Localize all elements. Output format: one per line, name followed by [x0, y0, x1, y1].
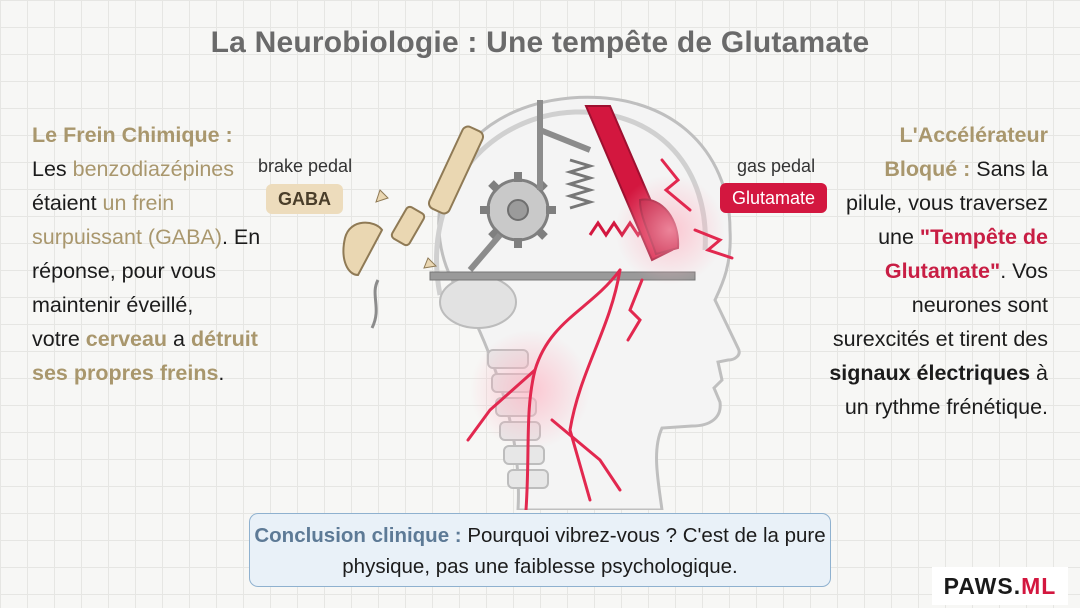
- gear-icon: [480, 172, 556, 248]
- right-text-1: Sans la pilule, vous traversez une: [846, 157, 1048, 249]
- broken-brake-pedal: [342, 125, 485, 329]
- brake-pedal-label: brake pedal: [258, 156, 353, 176]
- electric-signals: [466, 158, 734, 510]
- brain-mechanism-illustration: [342, 95, 741, 510]
- brand-suffix: ML: [1021, 573, 1057, 599]
- electric-signals-text: signaux électriques: [829, 361, 1031, 385]
- gaba-tag: GABA: [266, 184, 343, 214]
- right-text-3: . Vos neurones sont surexcités et tirent…: [832, 259, 1048, 351]
- left-text-10: .: [218, 361, 225, 385]
- conclusion-box: Conclusion clinique : Pourquoi vibrez-vo…: [249, 513, 831, 587]
- left-text-5: . En réponse, pour vous maintenir éveill…: [32, 225, 261, 317]
- left-text-8: a: [167, 327, 191, 351]
- left-text-6: votre: [32, 327, 86, 351]
- accelerator-heading: L'Accélérateur Bloqué :: [884, 123, 1048, 181]
- cerebellum: [439, 275, 517, 329]
- super-brake-text: un frein surpuissant (GABA): [32, 191, 222, 249]
- brake-heading: Le Frein Chimique :: [32, 123, 233, 147]
- glutamate-storm-text: "Tempête de Glutamate": [884, 225, 1048, 283]
- brain-text: cerveau: [85, 327, 168, 351]
- glutamate-tag: Glutamate: [720, 183, 828, 213]
- left-panel-brake: Le Frein Chimique : Les benzodiazépines …: [32, 118, 264, 390]
- right-text-5: à un rythme frénétique.: [844, 361, 1048, 419]
- brand-name: PAWS.: [943, 573, 1022, 599]
- left-text-3: étaient: [32, 191, 103, 215]
- right-panel-accelerator: L'Accélérateur Bloqué : Sans la pilule, …: [828, 118, 1048, 424]
- conclusion-text: Pourquoi vibrez-vous ? C'est de la pure …: [342, 524, 826, 578]
- gas-pedal-label: gas pedal: [737, 156, 816, 176]
- left-text-1: Les: [32, 157, 73, 181]
- benzodiazepines-text: benzodiazépines: [72, 157, 235, 181]
- page-title: La Neurobiologie : Une tempête de Glutam…: [210, 26, 870, 59]
- brand-logo: PAWS.ML: [932, 567, 1068, 605]
- spring: [564, 158, 596, 210]
- destroyed-brakes-text: détruit ses propres freins: [32, 327, 258, 385]
- conclusion-label: Conclusion clinique :: [254, 524, 462, 547]
